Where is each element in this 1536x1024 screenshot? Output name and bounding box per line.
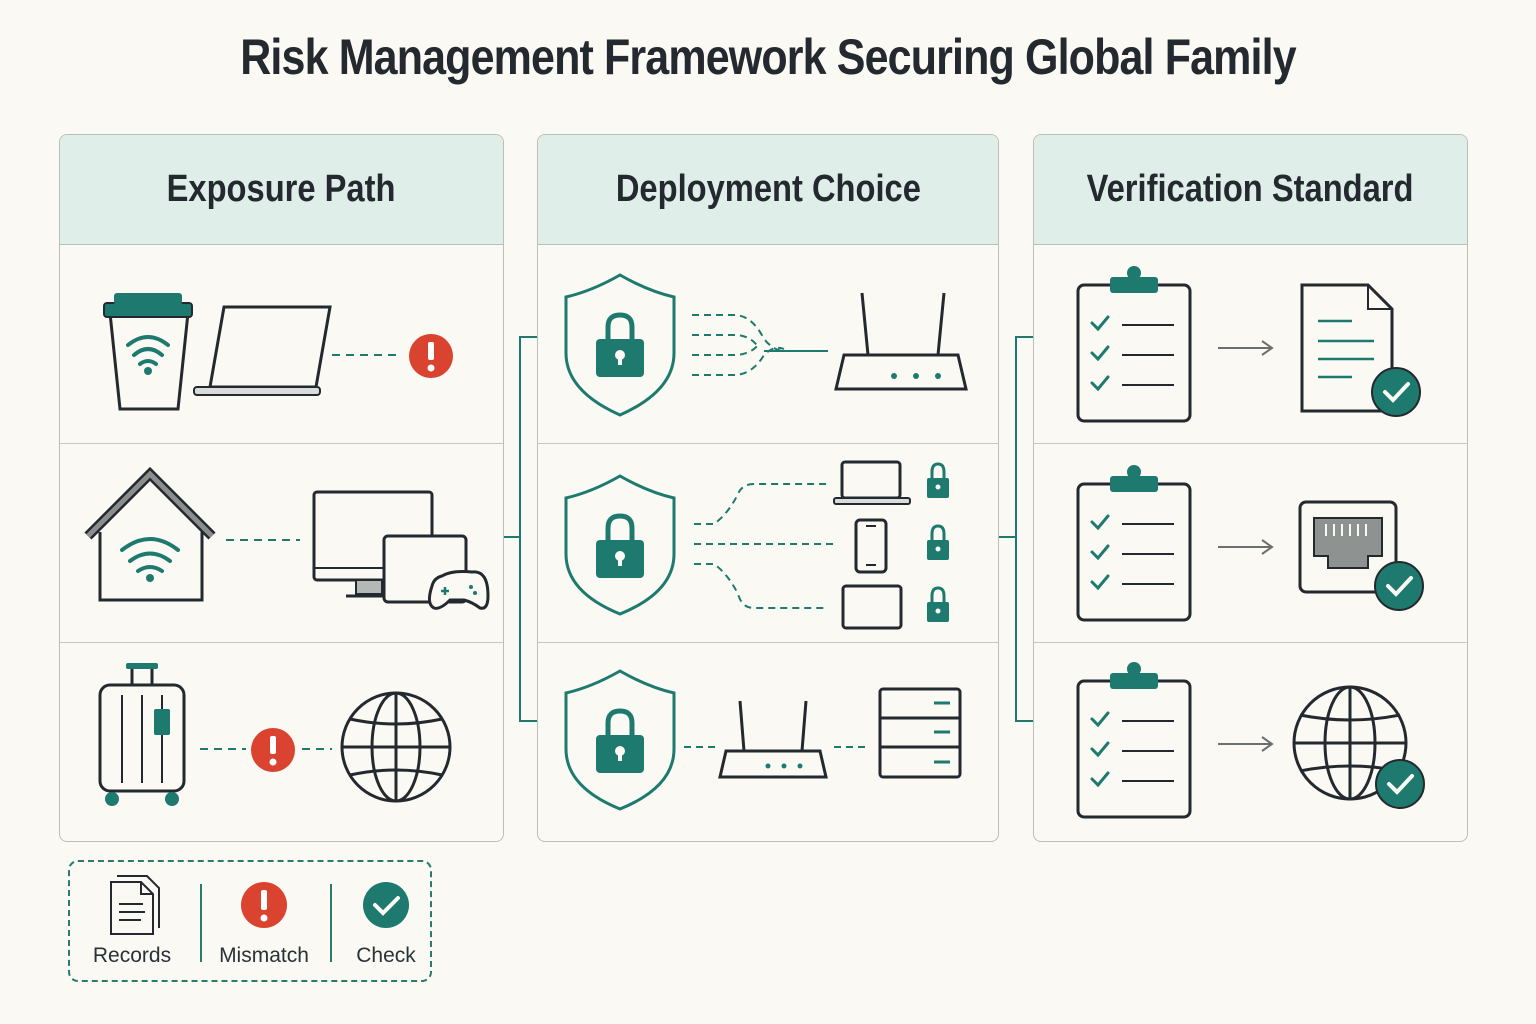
tunnel-lines [692, 314, 828, 376]
exposure-path-header: Exposure Path [60, 135, 503, 245]
deployment-row-device-locks [538, 444, 998, 643]
server-icon [878, 687, 962, 779]
legend-item-mismatch: Mismatch [204, 872, 324, 972]
deployment-choice-header: Deployment Choice [538, 135, 998, 245]
luggage-icon [98, 663, 186, 806]
check-icon [1375, 759, 1425, 809]
document-icon [1300, 283, 1394, 413]
smartphone-icon [854, 518, 888, 574]
branch-lines [694, 483, 838, 609]
deployment-choice-heading: Deployment Choice [615, 168, 921, 210]
shield-lock-icon [564, 669, 676, 811]
legend-item-records: Records [72, 872, 192, 972]
arrow-right-icon [1218, 340, 1274, 356]
verification-standard-heading: Verification Standard [1087, 168, 1414, 210]
router-icon [834, 292, 968, 391]
ethernet-port-icon [1298, 500, 1398, 594]
verification-row-network [1034, 444, 1467, 643]
coffee-cup-wifi-icon [103, 293, 193, 411]
checklist-clipboard-icon [1076, 266, 1192, 423]
legend-divider [330, 884, 332, 962]
legend-divider [200, 884, 202, 962]
checklist-clipboard-icon [1076, 465, 1192, 622]
alert-icon [241, 882, 287, 928]
padlock-icon [927, 524, 949, 560]
verification-standard-header: Verification Standard [1034, 135, 1467, 245]
legend: Records Mismatch Check [68, 860, 432, 982]
page-title: Risk Management Framework Securing Globa… [240, 29, 1296, 85]
laptop-icon [193, 305, 332, 396]
checklist-clipboard-icon [1076, 662, 1192, 819]
legend-label-check: Check [356, 944, 416, 967]
alert-icon [251, 728, 295, 772]
check-icon [363, 882, 409, 928]
shield-lock-icon [564, 474, 676, 616]
laptop-icon [833, 460, 911, 505]
exposure-path-heading: Exposure Path [167, 168, 396, 210]
deployment-choice-panel: Deployment Choice [537, 134, 999, 842]
verification-row-records [1034, 245, 1467, 444]
home-wifi-icon [84, 466, 216, 602]
exposure-path-panel: Exposure Path [59, 134, 504, 842]
legend-item-check: Check [326, 872, 446, 972]
game-controller-icon [427, 570, 490, 610]
alert-icon [409, 334, 453, 378]
shield-lock-icon [564, 273, 676, 417]
check-icon [1371, 367, 1421, 417]
exposure-row-travel [60, 643, 503, 841]
globe-icon [340, 691, 452, 803]
padlock-icon [927, 586, 949, 622]
exposure-row-public-wifi [60, 245, 503, 444]
arrow-right-icon [1218, 539, 1274, 555]
legend-label-mismatch: Mismatch [219, 944, 309, 967]
exposure-row-home-network [60, 444, 503, 643]
check-icon [1374, 561, 1424, 611]
padlock-icon [927, 462, 949, 498]
verification-standard-panel: Verification Standard [1033, 134, 1468, 842]
legend-label-records: Records [92, 944, 172, 967]
arrow-right-icon [1218, 736, 1274, 752]
router-icon [718, 700, 828, 779]
verification-row-global [1034, 643, 1467, 841]
tablet-icon [841, 584, 903, 630]
deployment-row-router-server [538, 643, 998, 841]
globe-icon [1292, 685, 1408, 801]
document-icon [110, 875, 160, 935]
deployment-row-vpn-router [538, 245, 998, 444]
